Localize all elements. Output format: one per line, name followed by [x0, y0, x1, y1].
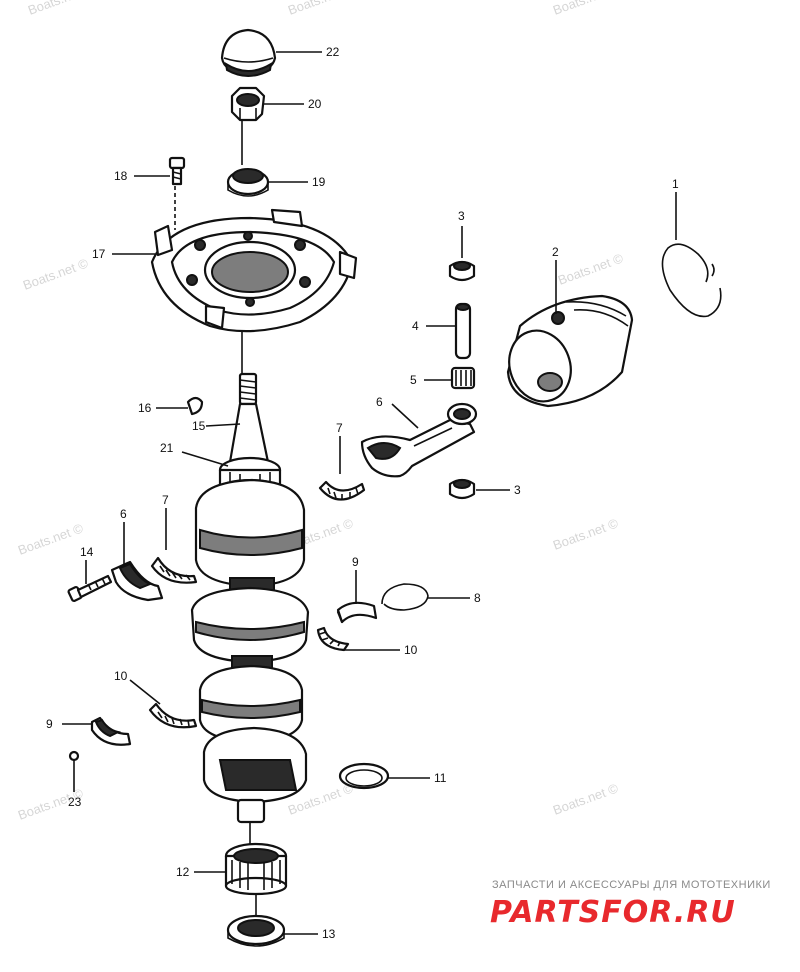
- leader-lines: [62, 51, 677, 935]
- footer-branding: ЗАПЧАСТИ И АКСЕССУАРЫ ДЛЯ МОТОТЕХНИКИ PA…: [490, 879, 771, 930]
- part-13-seal[interactable]: [226, 914, 286, 947]
- watermark: Boats.net ©: [556, 250, 626, 288]
- callout-14: 14: [80, 545, 94, 559]
- callout-7-upper: 7: [336, 421, 343, 435]
- callout-16: 16: [138, 401, 152, 415]
- part-6-connecting-rod[interactable]: [360, 402, 478, 478]
- part-7-needle-bearing-half[interactable]: [150, 556, 198, 584]
- callout-22: 22: [326, 45, 340, 59]
- callout-9-right: 9: [352, 555, 359, 569]
- part-10-needle-bearing-half[interactable]: [316, 626, 350, 652]
- part-16-woodruff-key[interactable]: [186, 396, 204, 416]
- callout-8: 8: [474, 591, 481, 605]
- watermark: Boats.net ©: [551, 0, 621, 18]
- part-22-cap[interactable]: [220, 28, 277, 77]
- part-3-bushing[interactable]: [448, 260, 476, 282]
- callout-3-bottom: 3: [514, 483, 521, 497]
- callout-7-left: 7: [162, 493, 169, 507]
- brand-logo: PARTSFOR.RU: [490, 895, 736, 930]
- part-18-bolt[interactable]: [168, 156, 186, 230]
- part-10-needle-bearing-half[interactable]: [148, 702, 198, 729]
- part-8-retaining-ring[interactable]: [381, 583, 429, 611]
- part-2-piston[interactable]: [499, 294, 634, 410]
- callout-6-rod: 6: [376, 395, 383, 409]
- footer-tagline: ЗАПЧАСТИ И АКСЕССУАРЫ ДЛЯ МОТОТЕХНИКИ: [492, 879, 771, 891]
- callout-1: 1: [672, 177, 679, 191]
- watermark: Boats.net ©: [16, 520, 86, 558]
- callout-3-top: 3: [458, 209, 465, 223]
- part-9-thrust-washer[interactable]: [90, 716, 132, 746]
- part-15-crankshaft[interactable]: [190, 372, 310, 824]
- callout-23: 23: [68, 795, 82, 809]
- watermark: Boats.net ©: [551, 780, 621, 818]
- callout-5: 5: [410, 373, 417, 387]
- callouts: 22 20 19 18 17 16 15 21 3 1 2 4 5 6 3 7 …: [46, 45, 679, 941]
- part-20-nut[interactable]: [230, 86, 266, 122]
- watermark: Boats.net ©: [551, 515, 621, 553]
- callout-10-left: 10: [114, 669, 128, 683]
- part-3-bushing[interactable]: [448, 478, 476, 500]
- watermark: Boats.net ©: [26, 0, 96, 18]
- watermark: Boats.net ©: [21, 255, 91, 293]
- part-6-rod-cap[interactable]: [110, 560, 164, 602]
- callout-12: 12: [176, 865, 190, 879]
- callout-19: 19: [312, 175, 326, 189]
- callout-18: 18: [114, 169, 128, 183]
- part-12-roller-bearing[interactable]: [224, 842, 288, 896]
- callout-9-left: 9: [46, 717, 53, 731]
- callout-11: 11: [434, 771, 447, 785]
- watermark: Boats.net ©: [286, 0, 356, 18]
- callout-15: 15: [192, 419, 206, 433]
- part-1-piston-ring[interactable]: [661, 243, 722, 318]
- callout-4: 4: [412, 319, 419, 333]
- watermarks: Boats.net © Boats.net © Boats.net © Boat…: [16, 0, 626, 823]
- part-11-seal-ring[interactable]: [338, 762, 390, 790]
- callout-2: 2: [552, 245, 559, 259]
- callout-13: 13: [322, 927, 336, 941]
- part-4-wrist-pin[interactable]: [454, 302, 472, 360]
- part-9-thrust-washer[interactable]: [336, 601, 378, 624]
- part-5-needle-bearing[interactable]: [450, 366, 476, 390]
- part-14-bolt[interactable]: [67, 574, 113, 602]
- callout-20: 20: [308, 97, 322, 111]
- callout-17: 17: [92, 247, 106, 261]
- part-17-retainer-plate[interactable]: [150, 208, 358, 333]
- part-19-washer[interactable]: [226, 168, 270, 197]
- callout-6-cap: 6: [120, 507, 127, 521]
- part-23-locating-ball[interactable]: [68, 750, 80, 762]
- part-7-needle-bearing-half[interactable]: [318, 480, 366, 501]
- callout-10-right: 10: [404, 643, 418, 657]
- callout-21: 21: [160, 441, 174, 455]
